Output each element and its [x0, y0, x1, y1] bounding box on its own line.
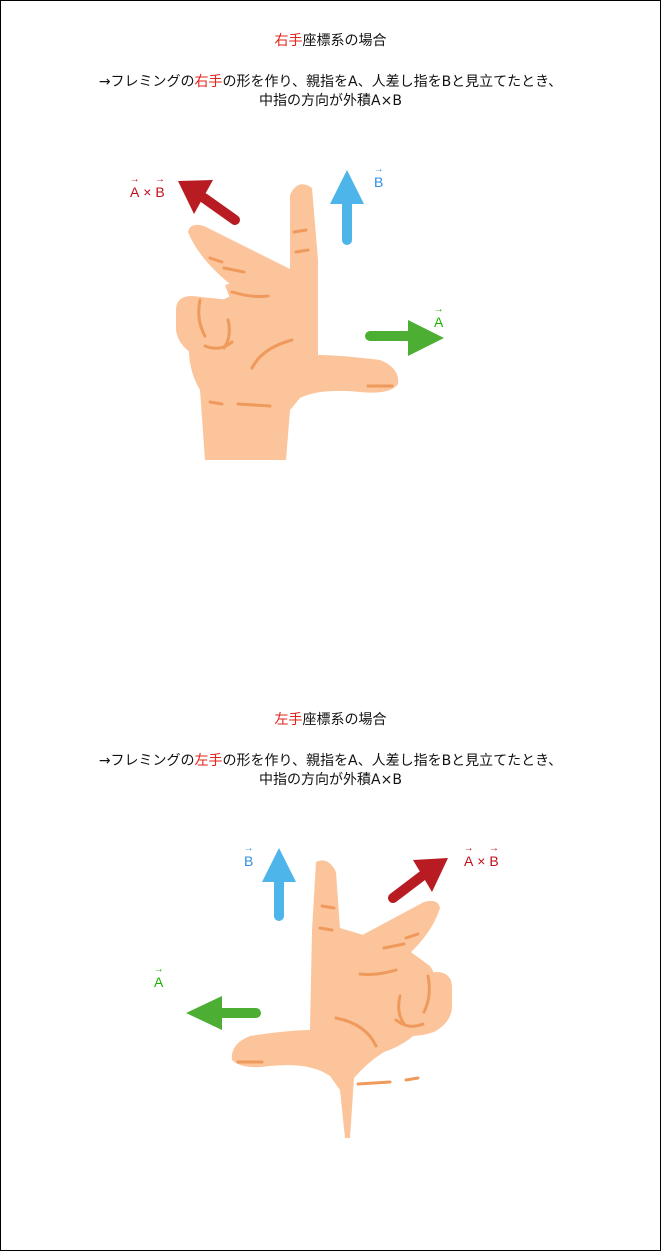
left-hand-title-highlight: 左手 [274, 712, 303, 728]
left-vector-a-arrow [186, 996, 261, 1030]
left-label-axb-b: B [489, 853, 498, 869]
right-vector-a-arrow [365, 320, 444, 356]
right-vector-b-arrow [330, 170, 364, 245]
right-label-axb-cross: × [143, 184, 152, 200]
right-hand-description-line1: →フレミングの右手の形を作り、親指をA、人差し指をBと見立てたとき、 [0, 73, 661, 91]
right-label-a-text: A [434, 314, 443, 330]
right-hand-description-line2: 中指の方向が外積A×B [259, 93, 402, 109]
right-desc-post: の形を作り、親指をA、人差し指をBと見立てたとき、 [222, 74, 563, 90]
right-hand-title-highlight: 右手 [274, 33, 303, 49]
left-label-axb-a: A [464, 853, 473, 869]
right-label-axb-b: B [155, 184, 164, 200]
left-hand-title-rest: 座標系の場合 [302, 712, 387, 728]
left-vector-axb-arrow [388, 858, 448, 903]
right-desc-pre: →フレミングの [98, 74, 195, 90]
right-hand-title-rest: 座標系の場合 [302, 33, 387, 49]
right-label-axb-a: A [130, 184, 139, 200]
right-hand-icon [176, 184, 399, 460]
left-desc-post: の形を作り、親指をA、人差し指をBと見立てたとき、 [222, 753, 563, 769]
right-label-b: B [374, 174, 383, 190]
left-label-a-text: A [154, 974, 163, 990]
left-vector-b-arrow [262, 848, 296, 921]
right-label-a: A [434, 314, 443, 330]
left-label-b: B [244, 853, 253, 869]
left-label-axb: A × B [464, 853, 499, 869]
left-desc-highlight: 左手 [194, 753, 223, 769]
left-label-a: A [154, 974, 163, 990]
right-desc-highlight: 右手 [194, 74, 223, 90]
right-hand-title: 右手座標系の場合 [0, 32, 661, 50]
left-hand-title: 左手座標系の場合 [0, 711, 661, 729]
left-hand-description-line2: 中指の方向が外積A×B [259, 772, 402, 788]
right-label-axb: A × B [130, 184, 165, 200]
left-desc-pre: →フレミングの [98, 753, 195, 769]
right-label-b-text: B [374, 174, 383, 190]
left-hand-description-line1: →フレミングの左手の形を作り、親指をA、人差し指をBと見立てたとき、 [0, 752, 661, 770]
left-label-axb-cross: × [477, 853, 486, 869]
left-hand-icon [231, 860, 452, 1138]
left-label-b-text: B [244, 853, 253, 869]
right-vector-axb-arrow [178, 180, 240, 225]
